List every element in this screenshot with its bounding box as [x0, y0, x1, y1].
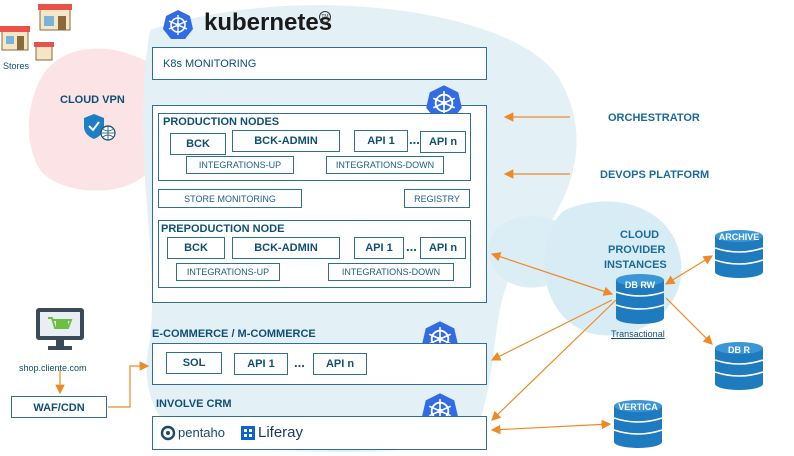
db-r-cylinder — [714, 342, 764, 390]
pentaho-label: pentaho — [178, 425, 225, 440]
cloud-provider-line3: INSTANCES — [604, 259, 667, 271]
cloud-provider-line2: PROVIDER — [608, 244, 666, 256]
prod-dots: ... — [409, 132, 420, 147]
liferay-logo-icon — [241, 426, 255, 440]
store-monitoring-box: STORE MONITORING — [158, 189, 302, 208]
prod-api1-node: API 1 — [354, 130, 408, 152]
cloud-vpn-label: CLOUD VPN — [60, 94, 125, 106]
prod-integrations-up: INTEGRATIONS-UP — [186, 156, 294, 174]
prod-integrations-down: INTEGRATIONS-DOWN — [326, 156, 444, 174]
vertica-cylinder — [613, 400, 663, 448]
preproduction-node-title: PREPODUCTION NODE — [161, 223, 285, 235]
prod-apin-node: API n — [420, 131, 466, 153]
db-r-label: DB R — [728, 345, 750, 355]
db-to-crm-arrow — [491, 299, 617, 421]
vpn-shield-icon — [84, 114, 116, 141]
devops-platform-label: DEVOPS PLATFORM — [600, 169, 710, 181]
db-rw-label: DB RW — [624, 280, 656, 290]
preprod-dots: ... — [406, 239, 417, 254]
preprod-api1-node: API 1 — [354, 237, 404, 259]
cloud-provider-line1: CLOUD — [620, 229, 660, 241]
shop-monitor-icon — [36, 308, 84, 350]
registry-box: REGISTRY — [404, 189, 470, 208]
vertica-label: VERTICA — [618, 402, 658, 412]
crm-panel — [152, 416, 487, 450]
db-to-archive-arrow — [664, 255, 714, 285]
brand-name: kubernetes — [204, 9, 333, 36]
sol-node: SOL — [166, 352, 222, 374]
preprod-bck-admin-node: BCK-ADMIN — [232, 237, 340, 259]
ecom-dots: ... — [294, 355, 305, 370]
orchestrator-label: ORCHESTRATOR — [608, 112, 700, 124]
waf-cdn-box: WAF/CDN — [11, 396, 107, 418]
db-to-ecommerce-arrow — [490, 299, 613, 361]
kubernetes-cluster-icon — [426, 85, 462, 120]
preprod-apin-node: API n — [420, 237, 466, 259]
stores-label: Stores — [3, 61, 30, 71]
prod-bck-admin-node: BCK-ADMIN — [232, 130, 340, 152]
preprod-integrations-up: INTEGRATIONS-UP — [176, 263, 280, 281]
shop-url[interactable]: shop.cliente.com — [19, 363, 87, 373]
waf-to-ecommerce-arrow — [108, 361, 150, 408]
ecom-apin-node: API n — [313, 353, 367, 375]
crm-to-vertica-arrow — [490, 419, 612, 435]
db-rw-caption: Transactional — [611, 329, 665, 339]
liferay-label: Liferay — [258, 424, 304, 441]
prod-bck-node: BCK — [170, 133, 226, 155]
archive-cylinder — [714, 230, 764, 278]
ecom-api1-node: API 1 — [234, 353, 288, 375]
trademark-badge: TM — [319, 11, 331, 23]
preprod-integrations-down: INTEGRATIONS-DOWN — [328, 263, 454, 281]
db-to-dbr-arrow — [665, 297, 713, 345]
k8s-monitoring-panel: K8s MONITORING — [152, 47, 487, 80]
kubernetes-logo-icon — [163, 10, 193, 39]
production-nodes-title: PRODUCTION NODES — [163, 116, 280, 128]
k8s-monitoring-label: K8s MONITORING — [163, 58, 257, 70]
crm-title: INVOLVE CRM — [156, 398, 232, 410]
preprod-bck-node: BCK — [167, 237, 225, 259]
preprod-to-db-arrow — [490, 252, 614, 296]
pentaho-logo-icon — [160, 425, 176, 441]
ecommerce-title: E-COMMERCE / M-COMMERCE — [152, 328, 316, 340]
store-icon — [0, 4, 72, 61]
waf-cdn-label: WAF/CDN — [33, 402, 85, 414]
db-rw-cylinder — [615, 274, 665, 324]
archive-label: ARCHIVE — [718, 232, 760, 242]
